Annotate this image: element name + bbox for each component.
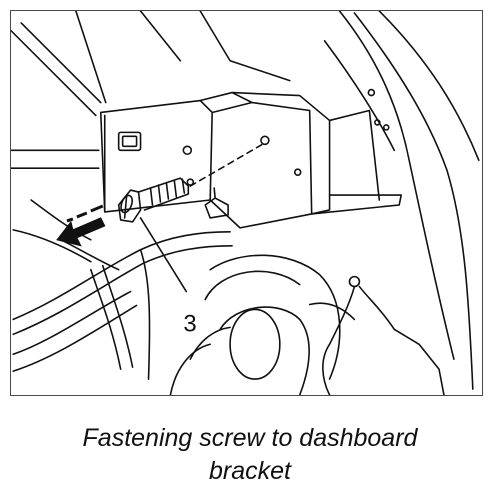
technical-illustration: 3 bbox=[10, 10, 483, 396]
dashboard-bracket bbox=[99, 91, 402, 229]
connector-cable bbox=[308, 275, 396, 395]
screw-3 bbox=[117, 177, 190, 223]
fastening-axis-line bbox=[189, 141, 267, 187]
figure-caption: Fastening screw to dashboard bracket bbox=[0, 422, 500, 488]
caption-line-2: bracket bbox=[209, 457, 291, 485]
illustration-svg: 3 bbox=[11, 11, 480, 395]
right-body-panel bbox=[323, 11, 480, 395]
wiring-harness bbox=[12, 199, 233, 380]
direction-arrow bbox=[56, 204, 106, 247]
steering-column-area bbox=[169, 254, 341, 395]
callout-number-3: 3 bbox=[183, 310, 196, 337]
retaining-clip bbox=[204, 187, 229, 219]
caption-line-1: Fastening screw to dashboard bbox=[82, 424, 418, 452]
dashboard-frame-edge bbox=[11, 11, 291, 169]
